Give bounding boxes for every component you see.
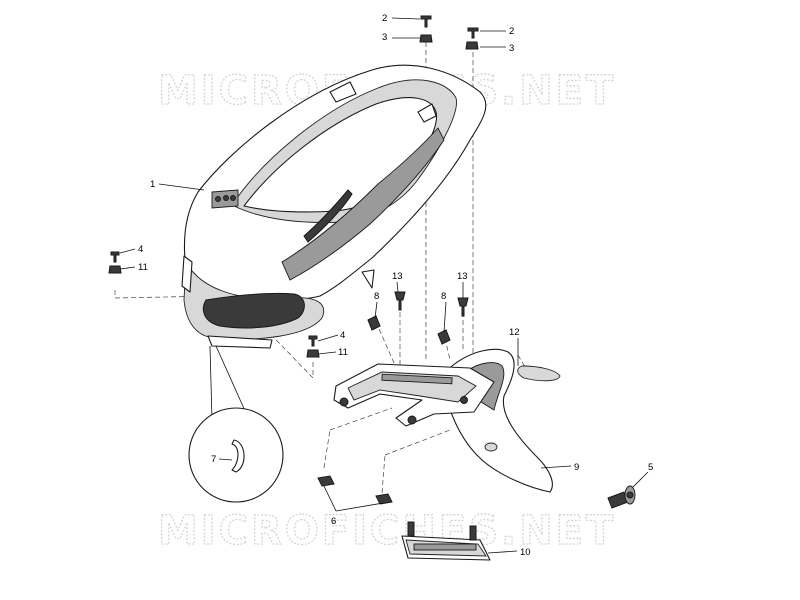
detail-inset: [188, 345, 284, 503]
callout-11-center: 11: [338, 347, 348, 358]
license-plate-light: [401, 521, 491, 561]
callout-3-left: 3: [382, 32, 387, 43]
callout-10: 10: [520, 547, 531, 558]
callout-4-center: 4: [340, 330, 345, 341]
rear-body-cover: [181, 64, 487, 349]
callout-leaders: [119, 17, 649, 554]
callout-9: 9: [574, 462, 579, 473]
bolt-5: [607, 485, 636, 509]
callout-8-left: 8: [374, 291, 379, 302]
mounting-bracket: [333, 363, 495, 427]
callout-13-left: 13: [392, 271, 403, 282]
callout-4-left: 4: [138, 244, 143, 255]
callout-3-right: 3: [509, 43, 514, 54]
callout-6: 6: [331, 516, 336, 527]
watermark-bottom: MICROFICHES.NET: [158, 508, 616, 554]
clip-6: [317, 475, 393, 505]
callout-numbers: 1 2 3 2 3 4 11 4 11 13 13 8 8 12 9 5 6 7…: [138, 13, 653, 558]
callout-8-right: 8: [441, 291, 446, 302]
callout-1: 1: [150, 179, 155, 190]
callout-13-right: 13: [457, 271, 468, 282]
callout-11-left: 11: [138, 262, 148, 273]
callout-2-left: 2: [382, 13, 387, 24]
callout-5: 5: [648, 462, 653, 473]
reflector: [517, 365, 561, 382]
callout-2-right: 2: [509, 26, 514, 37]
callout-12: 12: [509, 327, 520, 338]
fasteners: [108, 15, 479, 358]
callout-7: 7: [211, 454, 216, 465]
